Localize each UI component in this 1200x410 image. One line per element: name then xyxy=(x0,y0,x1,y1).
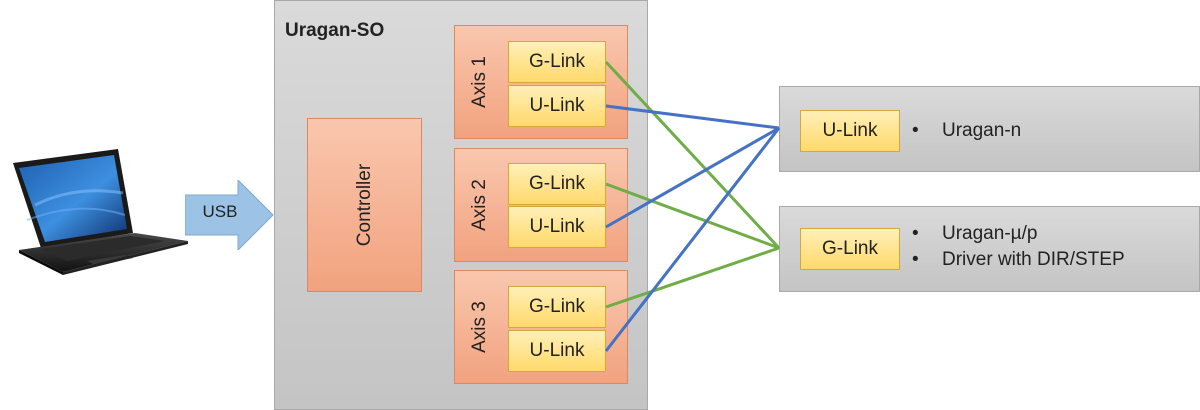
axis-1-ulink: U-Link xyxy=(508,85,606,127)
axis-2-glink-connection xyxy=(605,182,780,250)
controller-block: Controller xyxy=(307,118,422,292)
glink-target-bullet-2: •Driver with DIR/STEP xyxy=(912,249,1125,270)
axis-2-glink: G-Link xyxy=(508,163,606,205)
usb-label: USB xyxy=(202,202,238,221)
usb-arrow xyxy=(185,180,274,250)
axis-3-ulink-connection xyxy=(604,127,781,352)
ulink-target-bullet-1: •Uragan-n xyxy=(912,120,1022,141)
axis-2-ulink-connection xyxy=(605,126,780,229)
axis-2-ulink: U-Link xyxy=(508,206,606,248)
uragan-so-title: Uragan-SO xyxy=(285,20,385,41)
glink-target-bullets: •Uragan-µ/p •Driver with DIR/STEP xyxy=(912,221,1125,273)
glink-target-block: G-Link xyxy=(800,228,900,270)
ulink-target-bullets: •Uragan-n xyxy=(912,118,1021,144)
axis-1-ulink-connection xyxy=(605,104,780,130)
glink-target-bullet-1: •Uragan-µ/p xyxy=(912,223,1038,244)
axis-3-glink: G-Link xyxy=(508,286,606,328)
ulink-target-block: U-Link xyxy=(800,110,900,152)
axis-1-glink: G-Link xyxy=(508,41,606,83)
axis-3-glink-connection xyxy=(605,246,780,309)
axis-3-ulink: U-Link xyxy=(508,330,606,372)
axis-1-glink-connection xyxy=(604,60,781,250)
laptop-icon xyxy=(13,149,188,275)
